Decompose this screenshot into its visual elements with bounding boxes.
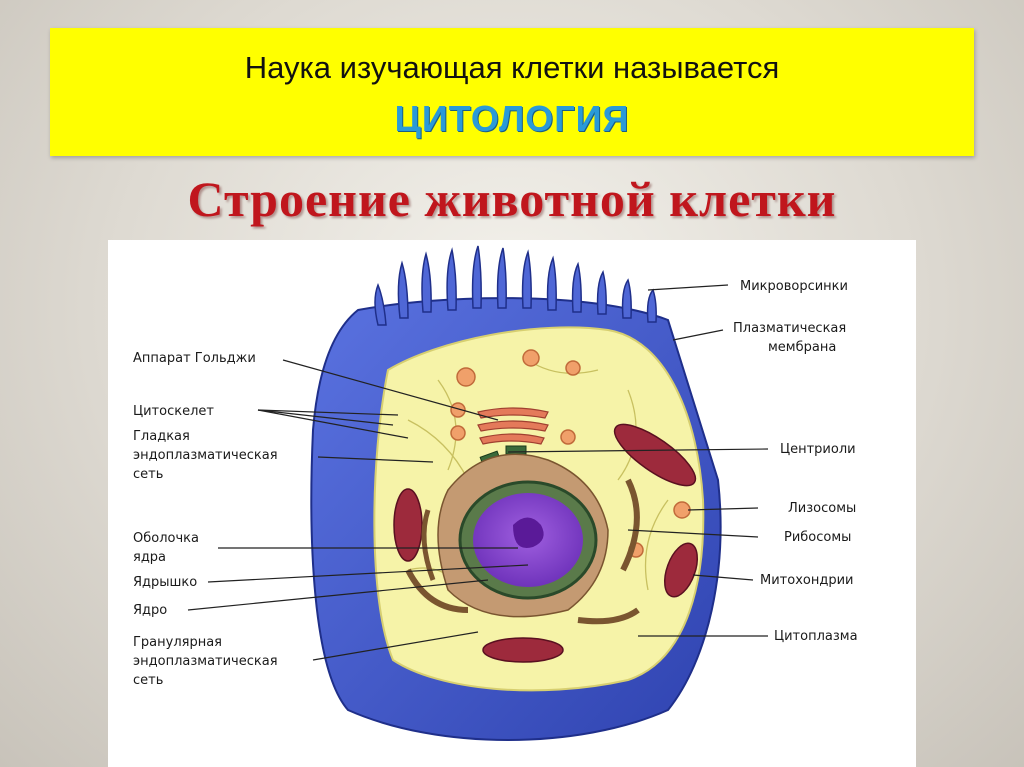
label-cytoskeleton: Цитоскелет	[133, 404, 214, 419]
label-rough-er-2: эндоплазматическая	[133, 654, 278, 669]
label-smooth-er-3: сеть	[133, 467, 163, 482]
label-leaders-right	[507, 284, 769, 637]
cell-diagram: Аппарат Гольджи Цитоскелет Гладкая эндоп…	[133, 245, 858, 741]
label-membrane-1: Плазматическая	[733, 321, 846, 336]
label-smooth-er-2: эндоплазматическая	[133, 448, 278, 463]
label-nucleolus: Ядрышко	[133, 575, 197, 590]
banner-text: Наука изучающая клетки называется	[244, 50, 780, 85]
label-leaders-left	[187, 359, 529, 661]
label-envelope-2: ядра	[133, 550, 166, 565]
label-membrane-2: мембрана	[768, 340, 836, 355]
label-nucleus: Ядро	[133, 603, 167, 618]
label-mitochondria: Митохондрии	[760, 573, 853, 588]
slide-title: Строение животной клетки	[187, 171, 837, 227]
nucleolus-shape	[513, 517, 544, 549]
label-rough-er-1: Гранулярная	[133, 635, 222, 650]
label-smooth-er-1: Гладкая	[133, 429, 190, 444]
golgi-apparatus-shape	[477, 407, 549, 445]
label-centrioles: Центриоли	[780, 442, 856, 457]
banner-term: ЦИТОЛОГИЯ	[394, 98, 630, 139]
label-ribosomes: Рибосомы	[784, 530, 851, 545]
label-rough-er-3: сеть	[133, 673, 163, 688]
label-lysosomes: Лизосомы	[788, 501, 856, 516]
label-microvilli: Микроворсинки	[740, 279, 848, 294]
label-golgi: Аппарат Гольджи	[133, 351, 256, 366]
mitochondria-shapes	[393, 423, 699, 663]
title-banner: Наука изучающая клетки называется ЦИТОЛО…	[50, 28, 974, 156]
label-envelope-1: Оболочка	[133, 531, 199, 546]
cell-diagram-panel: Аппарат Гольджи Цитоскелет Гладкая эндоп…	[108, 240, 916, 767]
label-cytoplasm: Цитоплазма	[774, 629, 858, 644]
microvilli-shapes	[374, 245, 657, 326]
